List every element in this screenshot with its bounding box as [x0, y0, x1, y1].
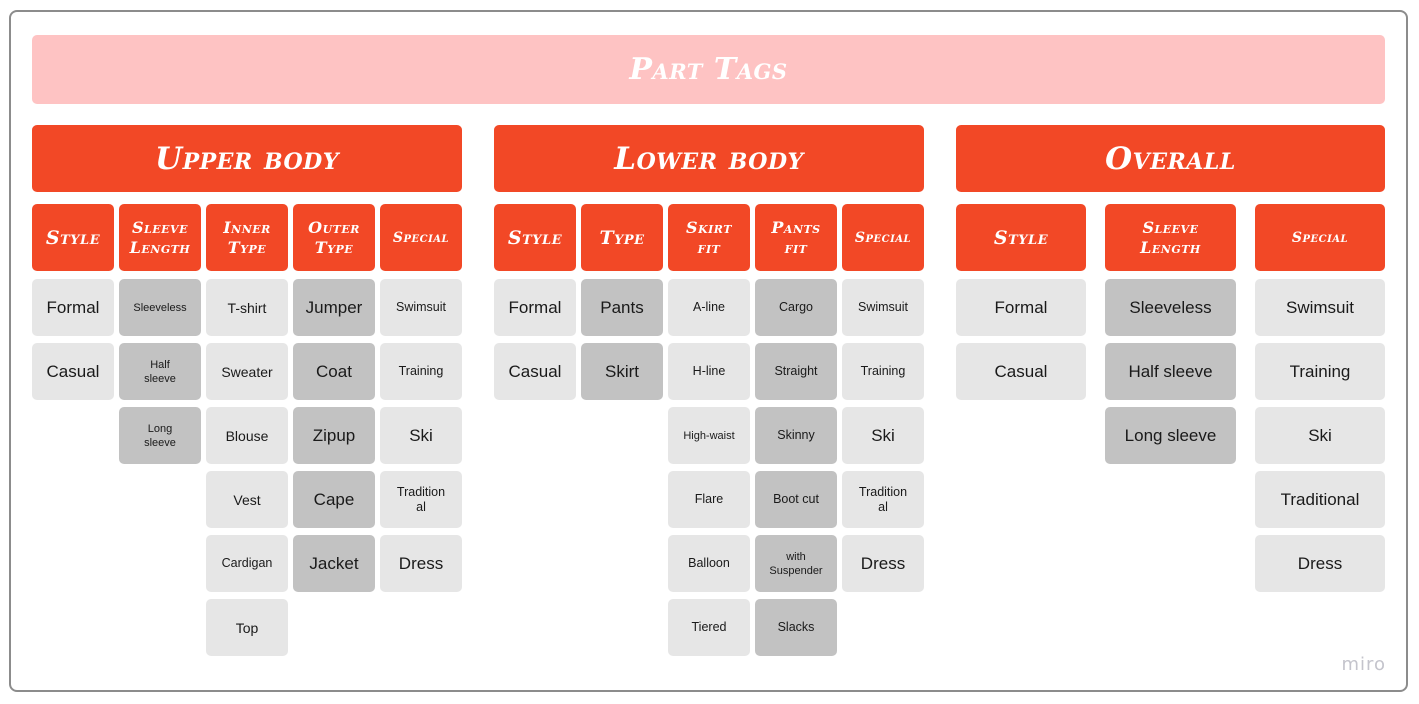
tag-overall-special: Ski: [1255, 407, 1385, 464]
tag-upper-style: Casual: [32, 343, 114, 400]
group-upper-body-title: Upper body: [155, 140, 339, 177]
tag-lower-type: Skirt: [581, 343, 663, 400]
tag-upper-outer: Zipup: [293, 407, 375, 464]
col-overall-sleeve-length-label: Sleeve Length: [1140, 217, 1201, 257]
tag-lower-special: Tradition al: [842, 471, 924, 528]
tag-overall-special: Dress: [1255, 535, 1385, 592]
tag-overall-sleeve: Long sleeve: [1105, 407, 1236, 464]
tag-lower-pants-fit: Cargo: [755, 279, 837, 336]
col-overall-style-label: Style: [993, 226, 1049, 249]
tag-upper-inner: Top: [206, 599, 288, 656]
tag-upper-special: Dress: [380, 535, 462, 592]
tag-lower-pants-fit: Straight: [755, 343, 837, 400]
col-upper-style: Style: [32, 204, 114, 271]
tag-lower-pants-fit: Skinny: [755, 407, 837, 464]
tag-lower-special: Training: [842, 343, 924, 400]
tag-lower-pants-fit: Boot cut: [755, 471, 837, 528]
tag-lower-style: Casual: [494, 343, 576, 400]
tag-overall-special: Traditional: [1255, 471, 1385, 528]
tag-upper-outer: Cape: [293, 471, 375, 528]
col-upper-inner-type-label: Inner Type: [223, 217, 271, 257]
tag-lower-skirt-fit: High-waist: [668, 407, 750, 464]
col-overall-sleeve-length: Sleeve Length: [1105, 204, 1236, 271]
col-upper-special-label: Special: [392, 229, 450, 246]
tag-overall-special: Swimsuit: [1255, 279, 1385, 336]
tag-lower-type: Pants: [581, 279, 663, 336]
col-upper-style-label: Style: [45, 226, 101, 249]
tag-overall-sleeve: Sleeveless: [1105, 279, 1236, 336]
col-overall-special-label: Special: [1291, 229, 1349, 246]
tag-lower-skirt-fit: A-line: [668, 279, 750, 336]
col-upper-special: Special: [380, 204, 462, 271]
tag-upper-inner: Blouse: [206, 407, 288, 464]
tag-upper-outer: Coat: [293, 343, 375, 400]
col-overall-special: Special: [1255, 204, 1385, 271]
col-lower-skirt-fit: Skirt fit: [668, 204, 750, 271]
tag-upper-special: Ski: [380, 407, 462, 464]
tag-lower-skirt-fit: Flare: [668, 471, 750, 528]
group-overall-title: Overall: [1105, 140, 1236, 177]
tag-lower-special: Swimsuit: [842, 279, 924, 336]
col-lower-special-label: Special: [854, 229, 912, 246]
tag-upper-sleeve: Half sleeve: [119, 343, 201, 400]
group-overall: Overall: [956, 125, 1385, 192]
part-tags-banner: Part Tags: [32, 35, 1385, 104]
col-lower-pants-fit-label: Pants fit: [771, 217, 821, 257]
tag-lower-pants-fit: Slacks: [755, 599, 837, 656]
col-lower-style-label: Style: [507, 226, 563, 249]
col-upper-inner-type: Inner Type: [206, 204, 288, 271]
tag-upper-inner: Cardigan: [206, 535, 288, 592]
tag-lower-skirt-fit: H-line: [668, 343, 750, 400]
tag-overall-style: Casual: [956, 343, 1086, 400]
tag-overall-style: Formal: [956, 279, 1086, 336]
tag-upper-inner: Vest: [206, 471, 288, 528]
col-lower-type: Type: [581, 204, 663, 271]
col-lower-special: Special: [842, 204, 924, 271]
tag-upper-inner: Sweater: [206, 343, 288, 400]
tag-lower-special: Ski: [842, 407, 924, 464]
tag-upper-style: Formal: [32, 279, 114, 336]
col-lower-type-label: Type: [599, 226, 645, 249]
tag-lower-skirt-fit: Balloon: [668, 535, 750, 592]
group-upper-body: Upper body: [32, 125, 462, 192]
tag-lower-special: Dress: [842, 535, 924, 592]
tag-lower-pants-fit: with Suspender: [755, 535, 837, 592]
group-lower-body-title: Lower body: [614, 140, 804, 177]
col-upper-outer-type-label: Outer Type: [308, 217, 360, 257]
tag-upper-inner: T-shirt: [206, 279, 288, 336]
col-lower-skirt-fit-label: Skirt fit: [686, 217, 732, 257]
tag-upper-outer: Jacket: [293, 535, 375, 592]
col-upper-sleeve-length: Sleeve Length: [119, 204, 201, 271]
tag-lower-skirt-fit: Tiered: [668, 599, 750, 656]
col-upper-outer-type: Outer Type: [293, 204, 375, 271]
tag-upper-sleeve: Sleeveless: [119, 279, 201, 336]
col-lower-style: Style: [494, 204, 576, 271]
tag-lower-style: Formal: [494, 279, 576, 336]
tag-upper-sleeve: Long sleeve: [119, 407, 201, 464]
group-lower-body: Lower body: [494, 125, 924, 192]
tag-upper-special: Tradition al: [380, 471, 462, 528]
col-upper-sleeve-length-label: Sleeve Length: [129, 217, 191, 257]
col-overall-style: Style: [956, 204, 1086, 271]
col-lower-pants-fit: Pants fit: [755, 204, 837, 271]
tag-upper-special: Swimsuit: [380, 279, 462, 336]
miro-logo: miro: [1341, 654, 1386, 675]
tag-overall-sleeve: Half sleeve: [1105, 343, 1236, 400]
tag-upper-outer: Jumper: [293, 279, 375, 336]
banner-title: Part Tags: [629, 52, 788, 87]
tag-upper-special: Training: [380, 343, 462, 400]
tag-overall-special: Training: [1255, 343, 1385, 400]
